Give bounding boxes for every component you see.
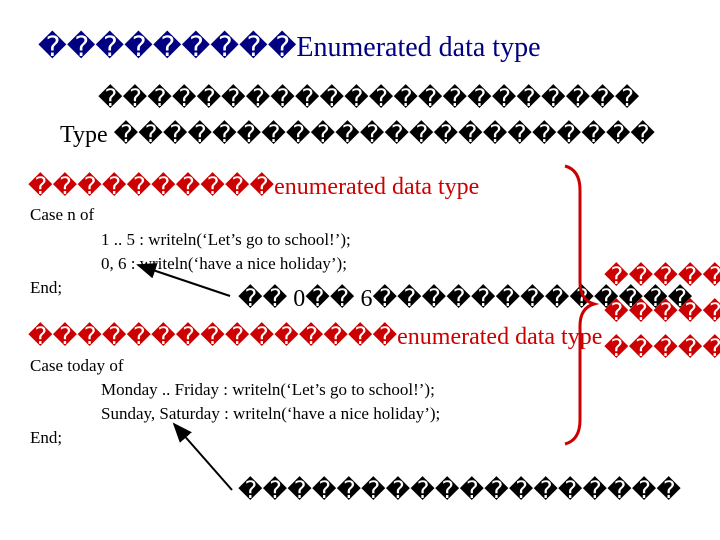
example-1-code-line: 1 .. 5 : writeln(‘Let’s go to school!’); bbox=[101, 230, 351, 249]
curly-brace bbox=[564, 164, 600, 446]
description-line-2: Type ���������������������� bbox=[60, 122, 656, 148]
slide-title: ���������Enumerated data type bbox=[38, 32, 541, 63]
arrow-2 bbox=[172, 422, 233, 491]
example-2-annotation: ������������������ bbox=[238, 478, 681, 504]
description-line-1: ���������������������� bbox=[98, 86, 640, 112]
example-2-code-line: End; bbox=[30, 428, 63, 447]
example-2-code-line: Case today of bbox=[30, 356, 124, 375]
example-1-code-line: Case n of bbox=[30, 205, 95, 224]
arrow-1 bbox=[136, 263, 231, 297]
example-2-code-line: Monday .. Friday : writeln(‘Let’s go to … bbox=[101, 380, 435, 399]
side-note-line: ����� bbox=[604, 264, 720, 290]
side-note-line: ����� bbox=[604, 300, 720, 326]
example-1-heading: ����������enumerated data type bbox=[28, 174, 480, 200]
example-1-annotation: �� 0�� 6������������� bbox=[238, 286, 693, 312]
example-1-code-line: End; bbox=[30, 278, 63, 297]
example-2-code-line: Sunday, Saturday : writeln(‘have a nice … bbox=[101, 404, 441, 423]
example-2-heading: ���������������enumerated data type bbox=[28, 324, 603, 350]
side-note-line: ����� bbox=[604, 336, 720, 362]
example-1-code-line: 0, 6 : writeln(‘have a nice holiday’); bbox=[101, 254, 347, 273]
